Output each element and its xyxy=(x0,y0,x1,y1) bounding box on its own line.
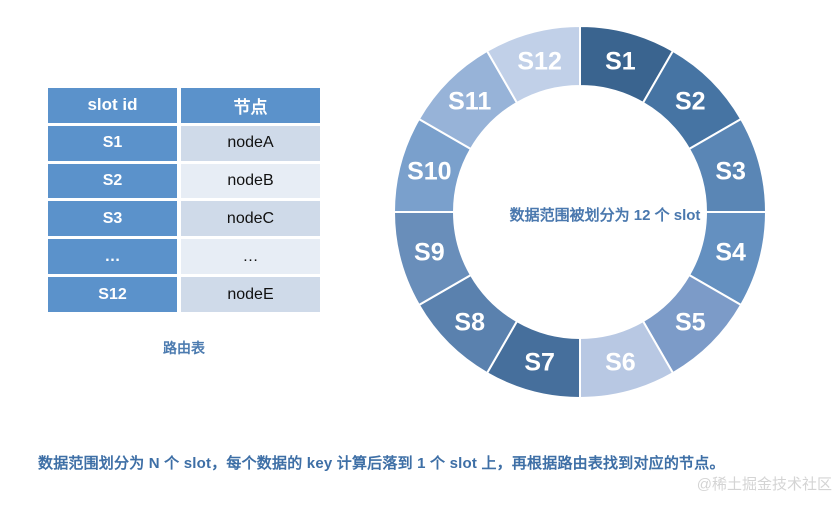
table-cell-slot-id: S3 xyxy=(48,201,177,237)
ring-segment-label-s9: S9 xyxy=(414,238,445,266)
table-cell-slot-id: S1 xyxy=(48,125,177,161)
table-cell-node: … xyxy=(181,239,320,275)
table-cell-node: nodeE xyxy=(181,277,320,312)
ring-segment-label-s6: S6 xyxy=(605,349,636,377)
ring-segment-label-s3: S3 xyxy=(715,158,746,186)
routing-table-header-row: slot id 节点 xyxy=(48,88,320,123)
ring-center-label: 数据范围被划分为 12 个 slot xyxy=(509,207,701,224)
header-slot-id: slot id xyxy=(48,88,177,123)
ring-segment-label-s12: S12 xyxy=(517,47,561,75)
table-cell-slot-id: S2 xyxy=(48,163,177,199)
watermark: @稀土掘金技术社区 xyxy=(696,476,832,493)
ring-segment-label-s1: S1 xyxy=(605,47,636,75)
table-cell-node: nodeA xyxy=(181,125,320,161)
table-row: …… xyxy=(48,239,320,275)
ring-segment-label-s4: S4 xyxy=(715,238,746,266)
header-node: 节点 xyxy=(181,88,320,123)
ring-segment-label-s11: S11 xyxy=(448,88,491,116)
ring-segment-label-s5: S5 xyxy=(675,308,706,336)
table-cell-node: nodeB xyxy=(181,163,320,199)
ring-segment-label-s7: S7 xyxy=(524,349,555,377)
ring-segment-label-s10: S10 xyxy=(407,158,451,186)
table-cell-node: nodeC xyxy=(181,201,320,237)
ring-segment-label-s8: S8 xyxy=(454,308,485,336)
ring-segment-label-s2: S2 xyxy=(675,88,706,116)
table-cell-slot-id: … xyxy=(48,239,177,275)
table-cell-slot-id: S12 xyxy=(48,277,177,312)
routing-table-caption: 路由表 xyxy=(163,340,205,356)
footer-description: 数据范围划分为 N 个 slot，每个数据的 key 计算后落到 1 个 slo… xyxy=(38,455,725,472)
ring-segment-s12 xyxy=(485,24,581,105)
